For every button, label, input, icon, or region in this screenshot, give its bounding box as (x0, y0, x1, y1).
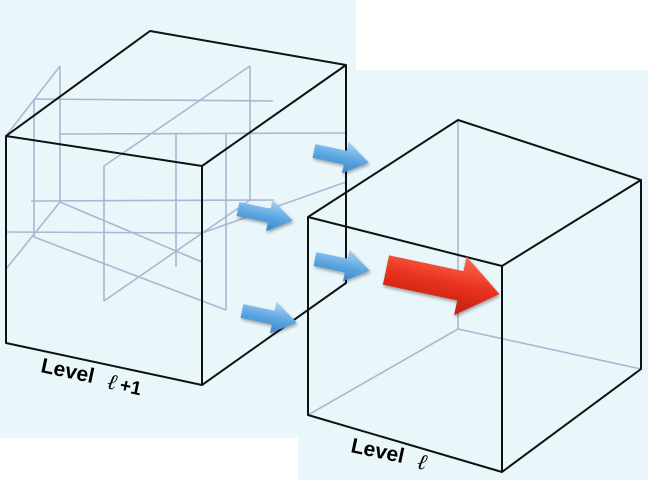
right-cube (307, 119, 642, 473)
blue-arrow-lower-middle-icon (313, 250, 370, 282)
left-cube-edges (5, 30, 347, 386)
blue-arrows (236, 142, 370, 334)
left-plus-one: +1 (118, 375, 144, 400)
left-cube-subdivision-lines (5, 65, 347, 311)
right-cube-edges (307, 119, 642, 473)
left-cube (5, 30, 347, 386)
red-arrow-icon (382, 255, 500, 316)
blue-arrow-bottom-icon (240, 302, 297, 334)
blue-arrow-upper-middle-icon (236, 200, 293, 232)
blue-arrow-top-icon (312, 142, 369, 174)
